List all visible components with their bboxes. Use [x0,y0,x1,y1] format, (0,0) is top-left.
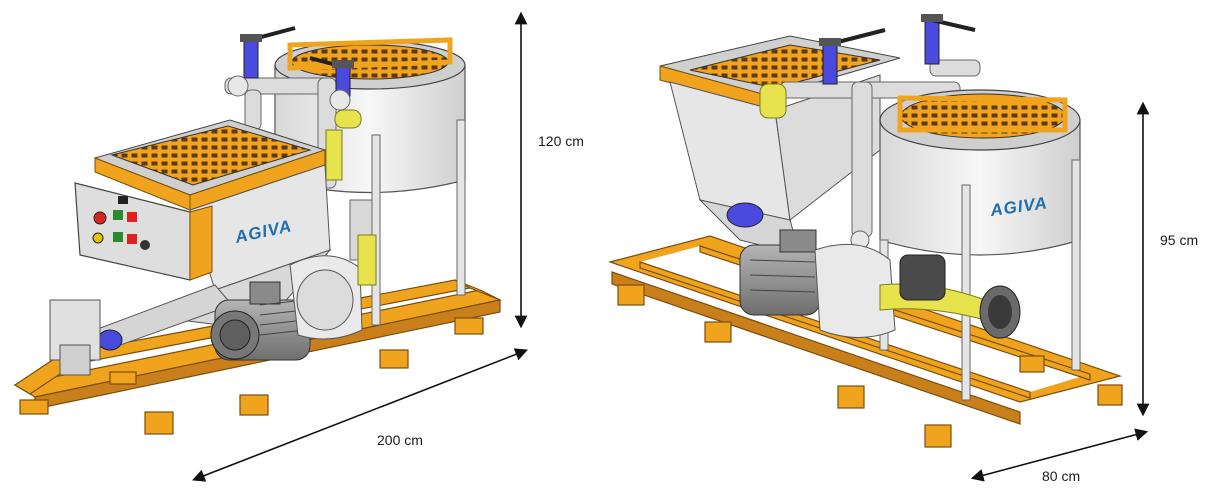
right-pipework [759,14,981,250]
right-valve-2 [921,14,976,65]
right-width-label: 80 cm [1042,468,1081,484]
left-valve-2 [309,56,354,97]
left-machine: AGIVA [13,11,528,482]
left-height-label: 120 cm [538,133,584,149]
left-pump [289,234,377,340]
right-width-arrow [970,428,1149,482]
left-screw-conveyor [49,284,233,376]
left-pipework [224,26,362,189]
right-machine: AGIVA [607,14,1150,482]
right-mixing-tank [879,89,1081,401]
right-motor [726,202,821,316]
right-height-label: 95 cm [1160,232,1199,248]
right-valve-1 [819,28,886,85]
left-control-panel [74,182,213,281]
left-valve-1 [240,26,296,79]
left-length-arrow [192,348,528,482]
right-pump [814,243,1021,339]
left-length-label: 200 cm [377,432,423,448]
